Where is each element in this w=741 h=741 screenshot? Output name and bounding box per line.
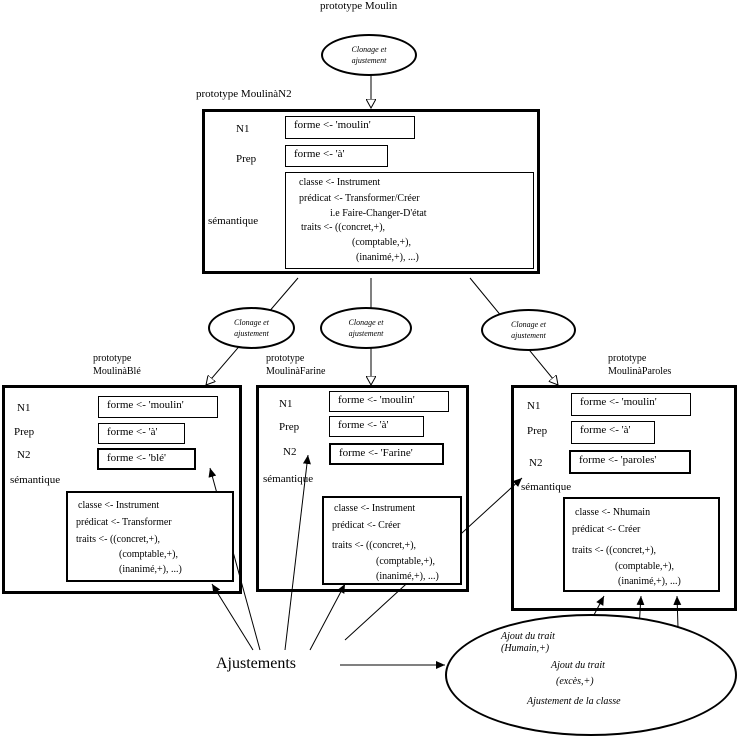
paroles-sem-classe: classe <- Nhumain: [575, 507, 651, 518]
adjust-trait-exces-2: (excès,+): [556, 676, 594, 687]
n2-prototype-title: prototype MoulinàN2: [196, 88, 292, 100]
ble-forme-prep: forme <- 'à': [98, 423, 185, 444]
n2-forme-prep: forme <- 'à': [285, 145, 388, 167]
farine-sem-classe: classe <- Instrument: [334, 503, 416, 514]
ble-forme-n2: forme <- 'blé': [97, 448, 196, 470]
cloning-ellipse-right: Clonage et ajustement: [481, 309, 576, 351]
paroles-forme-n1: forme <- 'moulin': [571, 393, 691, 416]
farine-label-n2: N2: [283, 446, 297, 458]
ble-sem-predicat: prédicat <- Transformer: [76, 517, 172, 528]
n2-sem-traits: traits <- ((concret,+),: [301, 222, 386, 233]
n2-sem-comptable: (comptable,+),: [352, 237, 411, 248]
ble-label-semantique: sémantique: [10, 474, 61, 486]
paroles-label-prep: Prep: [527, 425, 548, 437]
paroles-sem-inanime: (inanimé,+), ...): [618, 576, 681, 587]
ble-forme-n1: forme <- 'moulin': [98, 396, 218, 418]
paroles-forme-prep: forme <- 'à': [571, 421, 655, 444]
adjust-trait-humain-2: (Humain,+): [501, 643, 550, 654]
paroles-prototype-box: [511, 385, 737, 611]
paroles-sem-predicat: prédicat <- Créer: [572, 524, 641, 535]
farine-label-semantique: sémantique: [263, 473, 314, 485]
n2-label-prep: Prep: [236, 153, 257, 165]
paroles-label-semantique: sémantique: [521, 481, 572, 493]
n2-label-semantique: sémantique: [208, 215, 259, 227]
farine-label-n1: N1: [279, 398, 293, 410]
cloning-text-2: ajustement: [511, 331, 546, 340]
farine-sem-predicat: prédicat <- Créer: [332, 520, 401, 531]
cloning-ellipse-left: Clonage et ajustement: [208, 307, 295, 349]
adjust-trait-exces-1: Ajout du trait: [551, 660, 605, 671]
ble-sem-traits: traits <- ((concret,+),: [76, 534, 161, 545]
adjust-trait-humain-1: Ajout du trait: [501, 631, 555, 642]
ble-label-n1: N1: [17, 402, 31, 414]
paroles-label-n1: N1: [527, 400, 541, 412]
farine-title-line2: MoulinàFarine: [266, 366, 326, 377]
ble-prototype-box: [2, 385, 242, 594]
n2-sem-classe: classe <- Instrument: [299, 177, 381, 188]
ble-sem-inanime: (inanimé,+), ...): [119, 564, 182, 575]
cloning-ellipse-middle: Clonage et ajustement: [320, 307, 412, 349]
adjustment-ellipse: [445, 614, 737, 736]
n2-sem-inanime: (inanimé,+), ...): [356, 252, 419, 263]
cloning-text-1: Clonage et: [351, 45, 387, 54]
ble-semantic-box: classe <- Instrument prédicat <- Transfo…: [66, 491, 234, 582]
farine-forme-n1: forme <- 'moulin': [329, 391, 449, 412]
adjust-arrow-1: [211, 583, 254, 651]
farine-sem-traits: traits <- ((concret,+),: [332, 540, 417, 551]
paroles-sem-traits: traits <- ((concret,+),: [572, 545, 657, 556]
farine-sem-comptable: (comptable,+),: [376, 556, 435, 567]
ble-label-prep: Prep: [14, 426, 35, 438]
paroles-label-n2: N2: [529, 457, 543, 469]
farine-sem-inanime: (inanimé,+), ...): [376, 571, 439, 582]
farine-title-line1: prototype: [266, 353, 305, 364]
farine-prototype-box: [256, 385, 469, 592]
cloning-text-1: Clonage et: [511, 320, 546, 329]
paroles-sem-comptable: (comptable,+),: [615, 561, 674, 572]
cloning-text-2: ajustement: [234, 329, 269, 338]
cloning-text-2: ajustement: [351, 56, 387, 65]
adjust-arrow-3: [284, 454, 311, 651]
paroles-semantic-box: classe <- Nhumain prédicat <- Créer trai…: [563, 497, 720, 592]
adjust-arrow-4: [309, 583, 346, 651]
ajustements-label: Ajustements: [216, 655, 296, 672]
farine-semantic-box: classe <- Instrument prédicat <- Créer t…: [322, 496, 462, 585]
paroles-title-line2: MoulinàParoles: [608, 366, 672, 377]
n2-forme-n1: forme <- 'moulin': [285, 116, 415, 139]
n2-label-n1: N1: [236, 123, 250, 135]
farine-label-prep: Prep: [279, 421, 300, 433]
n2-sem-predicat: prédicat <- Transformer/Créer: [299, 193, 420, 204]
ble-sem-classe: classe <- Instrument: [78, 500, 160, 511]
cloning-text-2: ajustement: [348, 329, 384, 338]
cloning-text-1: Clonage et: [348, 318, 384, 327]
n2-semantic-box: classe <- Instrument prédicat <- Transfo…: [285, 172, 534, 269]
ble-sem-comptable: (comptable,+),: [119, 549, 178, 560]
header-title: prototype Moulin: [320, 0, 398, 12]
n2-prototype-box: [202, 109, 540, 274]
ble-title-line2: MoulinàBlé: [93, 366, 141, 377]
farine-forme-n2: forme <- 'Farine': [329, 443, 444, 465]
n2-sem-ie: i.e Faire-Changer-D'état: [330, 208, 427, 219]
adjust-classe: Ajustement de la classe: [527, 696, 621, 707]
paroles-forme-n2: forme <- 'paroles': [569, 450, 691, 474]
ble-title-line1: prototype: [93, 353, 132, 364]
paroles-title-line1: prototype: [608, 353, 647, 364]
cloning-text-1: Clonage et: [234, 318, 269, 327]
ble-label-n2: N2: [17, 449, 31, 461]
farine-forme-prep: forme <- 'à': [329, 416, 424, 437]
cloning-ellipse-top: Clonage et ajustement: [321, 34, 417, 76]
